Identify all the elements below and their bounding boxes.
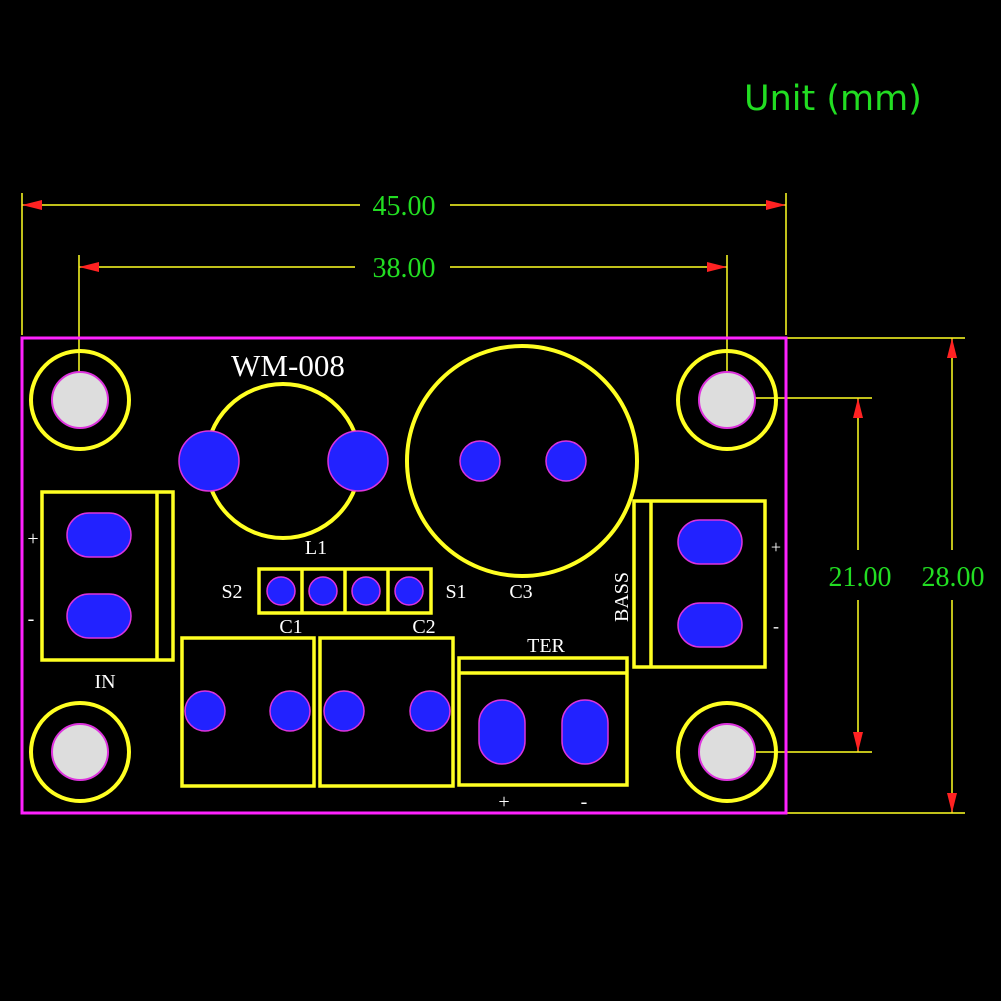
dimension-overall-height: 28.00 <box>786 337 985 814</box>
inductor-label: L1 <box>305 537 327 559</box>
capacitor-c3 <box>405 344 639 578</box>
mount-hole-bottom-left <box>29 701 131 803</box>
input-plus-sign: + <box>27 528 38 550</box>
cap3-label: C3 <box>509 581 532 603</box>
overall-height-text: 28.00 <box>922 562 985 593</box>
input-minus-sign: - <box>28 608 35 630</box>
inductor-l1 <box>178 382 389 540</box>
bass-label: BASS <box>611 572 633 622</box>
dimension-hole-spacing-y: 21.00 <box>727 397 892 753</box>
board-outline <box>20 336 788 815</box>
dimension-hole-spacing-x: 38.00 <box>78 253 728 398</box>
dimension-overall-width: 45.00 <box>21 191 787 335</box>
cap1-label: C1 <box>279 616 302 638</box>
hole-spacing-y-text: 21.00 <box>829 562 892 593</box>
mount-hole-top-right <box>676 349 778 451</box>
overall-width-text: 45.00 <box>373 191 436 222</box>
switch-left-label: S2 <box>221 581 242 603</box>
switch-header <box>257 567 433 615</box>
switch-right-label: S1 <box>445 581 466 603</box>
tweeter-minus-sign: - <box>581 791 588 813</box>
tweeter-plus-sign: + <box>498 791 509 813</box>
component-block-left <box>180 636 316 788</box>
tweeter-label: TER <box>527 635 565 657</box>
mount-hole-top-left <box>29 349 131 451</box>
bass-minus-sign: - <box>773 616 779 636</box>
input-label: IN <box>94 671 115 693</box>
component-block-middle <box>318 636 455 788</box>
bass-plus-sign: + <box>771 537 781 557</box>
board-model-label: WM-008 <box>231 348 345 383</box>
bass-terminal <box>632 499 767 669</box>
cap2-label: C2 <box>412 616 435 638</box>
hole-spacing-x-text: 38.00 <box>373 253 436 284</box>
unit-label: Unit (mm) <box>744 79 922 119</box>
mount-hole-bottom-right <box>676 701 778 803</box>
input-terminal <box>40 490 175 662</box>
tweeter-terminal <box>457 656 629 787</box>
